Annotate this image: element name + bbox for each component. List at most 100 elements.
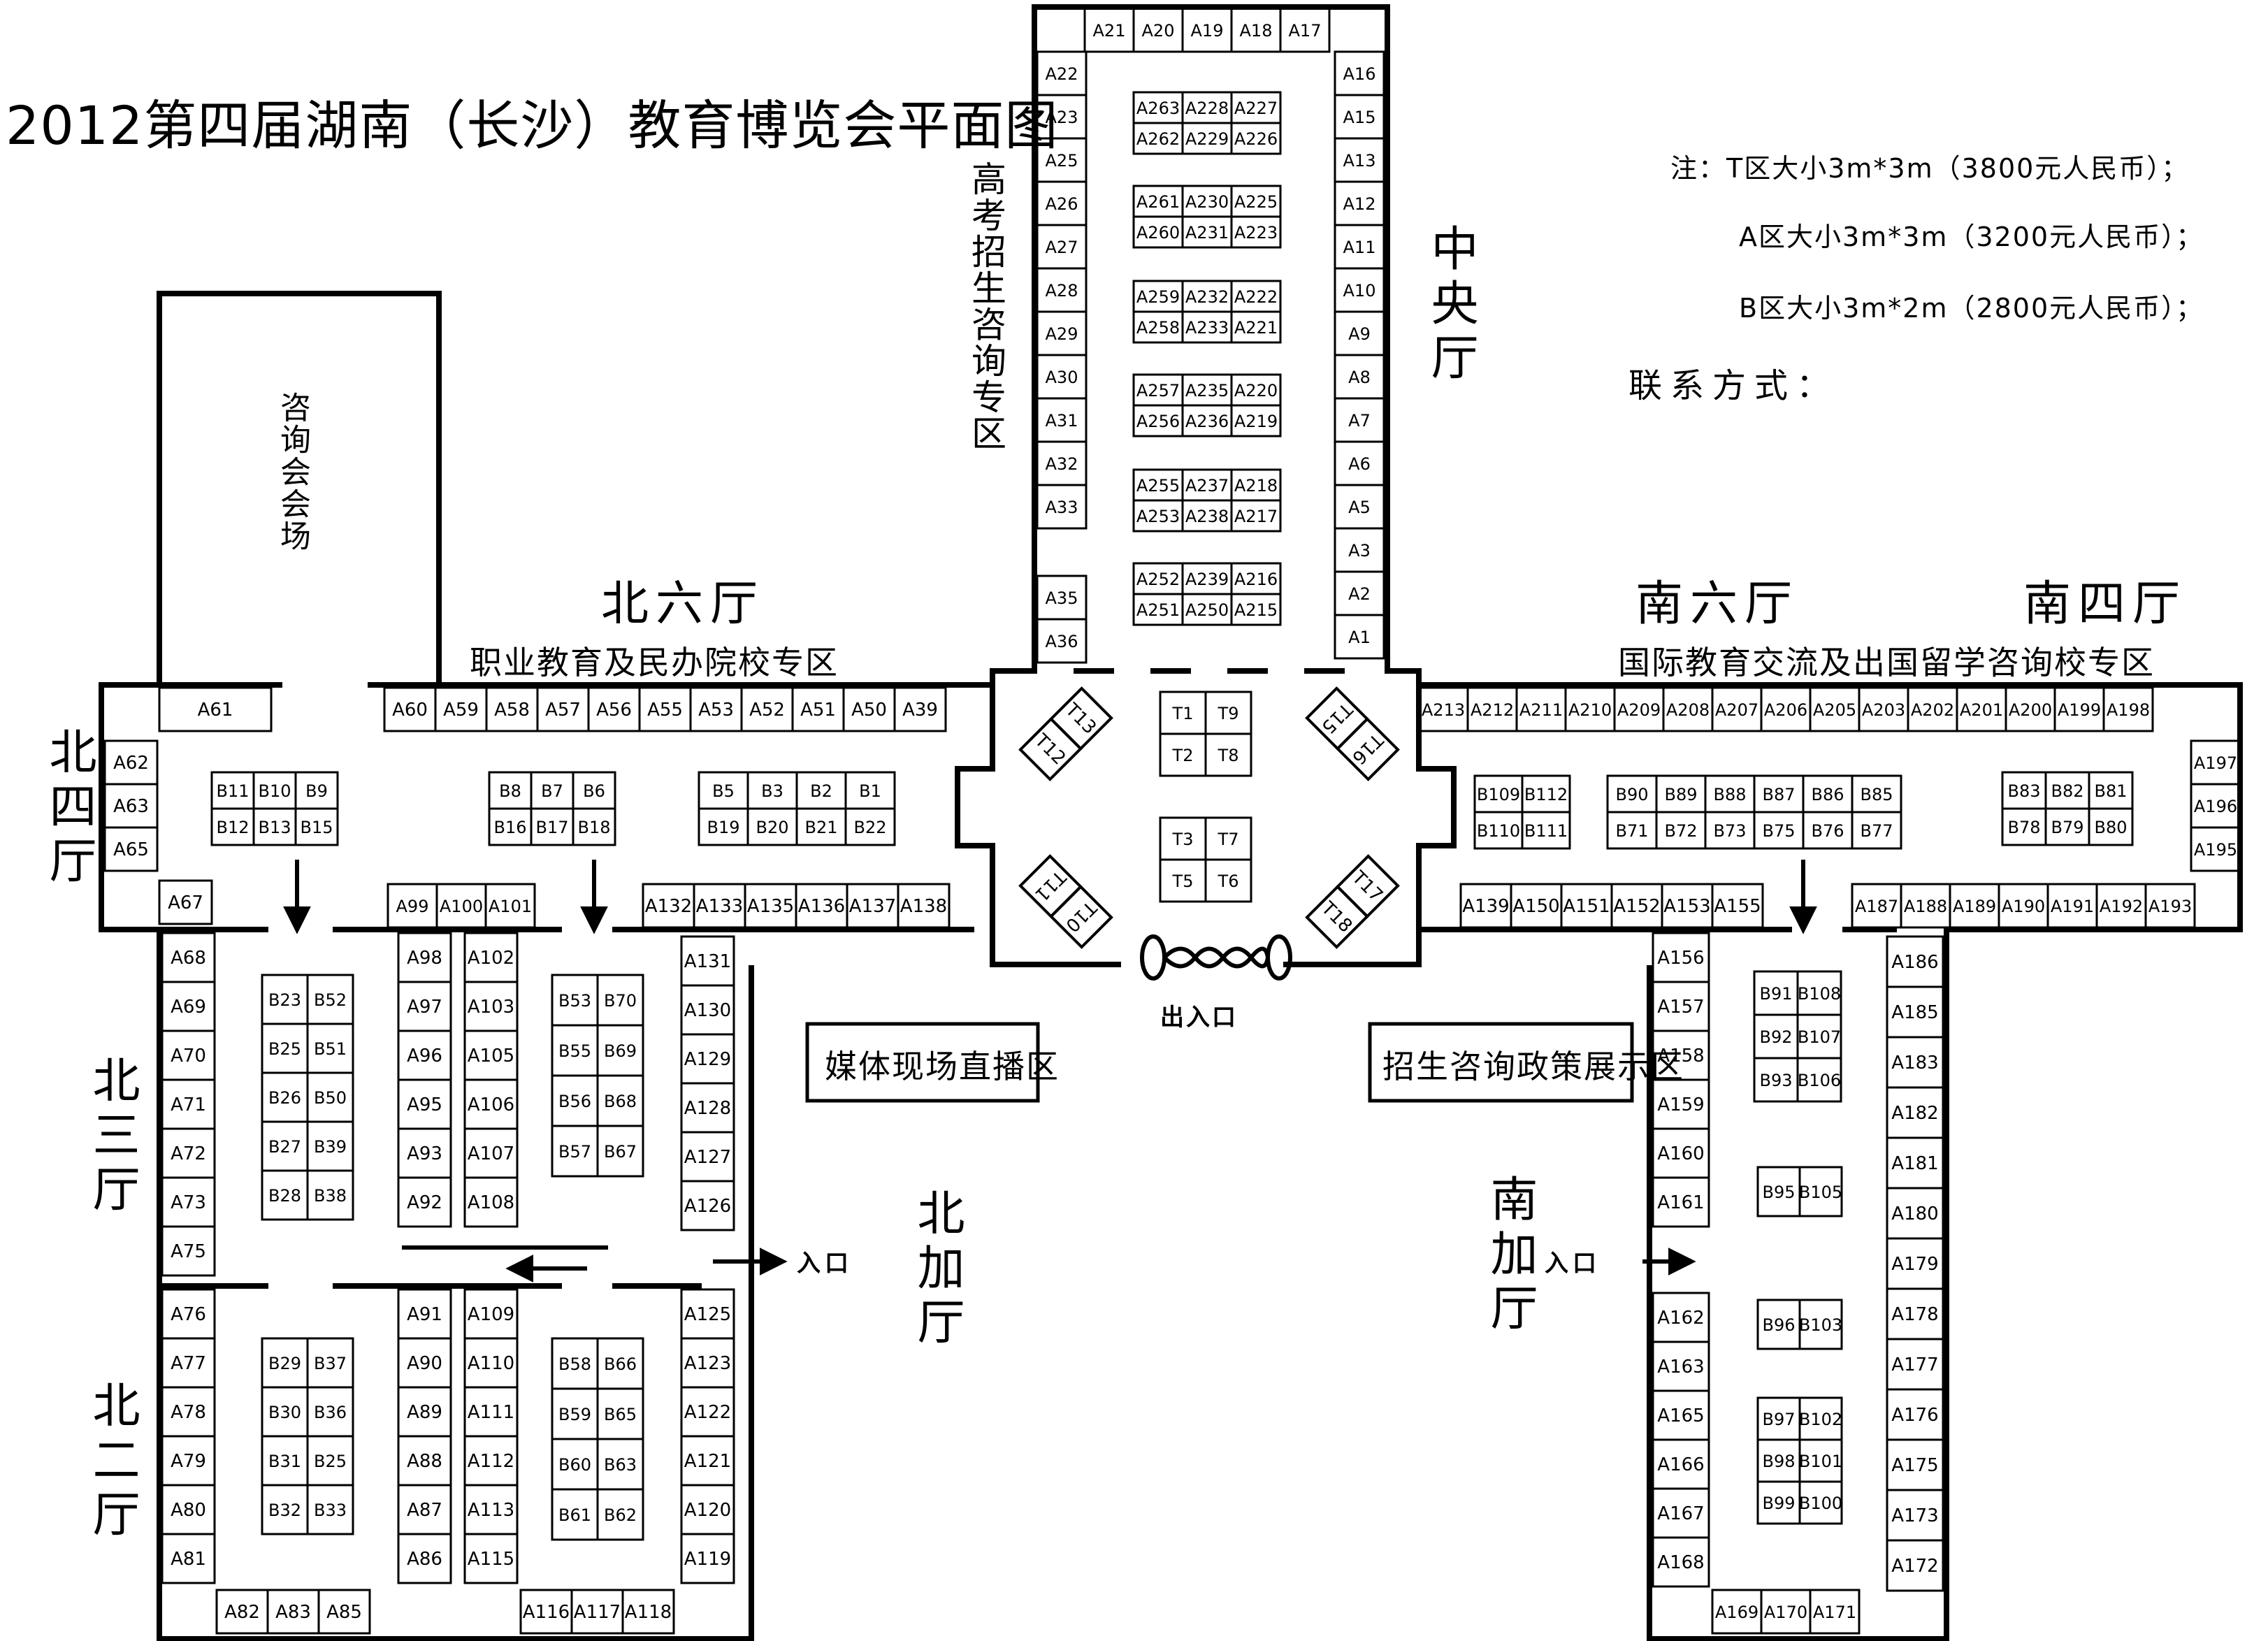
booth-label-a119: A119 bbox=[684, 1549, 731, 1570]
booth-a101[interactable] bbox=[484, 883, 536, 929]
policy-zone-box bbox=[1368, 1022, 1634, 1103]
booth-a17[interactable] bbox=[1279, 7, 1331, 53]
booth-label-a235: A235 bbox=[1185, 381, 1229, 400]
booth-label-a187: A187 bbox=[1855, 897, 1898, 916]
zone-policy: 招生咨询政策展示区 bbox=[1382, 1048, 1684, 1085]
booth-label-a122: A122 bbox=[684, 1402, 731, 1423]
booth-b18[interactable] bbox=[572, 807, 616, 846]
booth-label-a259: A259 bbox=[1136, 287, 1180, 307]
booth-a1[interactable] bbox=[1334, 614, 1385, 660]
booth-a226[interactable] bbox=[1230, 122, 1282, 155]
booth-label-a93: A93 bbox=[407, 1143, 442, 1164]
booth-label-a56: A56 bbox=[596, 700, 632, 721]
booth-label-a29: A29 bbox=[1046, 324, 1078, 344]
booth-label-a232: A232 bbox=[1185, 287, 1229, 307]
booth-a81[interactable] bbox=[161, 1533, 216, 1584]
booth-a138[interactable] bbox=[897, 883, 951, 929]
booth-label-a75: A75 bbox=[171, 1241, 206, 1262]
booth-a171[interactable] bbox=[1809, 1589, 1861, 1635]
booth-a108[interactable] bbox=[463, 1176, 519, 1228]
booth-a39[interactable] bbox=[893, 686, 947, 732]
booth-a67[interactable] bbox=[158, 879, 213, 925]
booth-a155[interactable] bbox=[1711, 883, 1764, 929]
booth-label-a212: A212 bbox=[1471, 700, 1514, 720]
hall-north6: 北六厅 bbox=[601, 577, 765, 632]
booth-a215[interactable] bbox=[1230, 593, 1282, 626]
booth-label-a222: A222 bbox=[1234, 287, 1278, 307]
booth-label-b82: B82 bbox=[2051, 781, 2083, 801]
booth-a118[interactable] bbox=[621, 1589, 675, 1635]
booth-a223[interactable] bbox=[1230, 215, 1282, 249]
booth-label-b76: B76 bbox=[1811, 821, 1844, 841]
booth-label-a20: A20 bbox=[1142, 21, 1175, 41]
booth-label-b50: B50 bbox=[314, 1088, 347, 1108]
booth-b100[interactable] bbox=[1798, 1480, 1843, 1525]
booth-a161[interactable] bbox=[1652, 1176, 1710, 1228]
booth-t16[interactable] bbox=[1335, 716, 1400, 781]
booth-a61[interactable] bbox=[158, 686, 273, 732]
booth-a33[interactable] bbox=[1036, 484, 1088, 530]
booth-a36[interactable] bbox=[1036, 618, 1088, 664]
booth-label-b89: B89 bbox=[1664, 785, 1697, 804]
booth-b106[interactable] bbox=[1796, 1057, 1842, 1103]
booth-label-b18: B18 bbox=[577, 818, 610, 837]
booth-label-a91: A91 bbox=[407, 1304, 442, 1325]
booth-label-b83: B83 bbox=[2007, 781, 2040, 801]
booth-b15[interactable] bbox=[294, 807, 339, 846]
booth-label-a10: A10 bbox=[1343, 281, 1376, 301]
booth-b77[interactable] bbox=[1851, 811, 1902, 850]
booth-label-a100: A100 bbox=[440, 897, 483, 916]
booth-a115[interactable] bbox=[463, 1533, 519, 1584]
booth-a195[interactable] bbox=[2190, 826, 2241, 872]
booth-b105[interactable] bbox=[1798, 1166, 1843, 1217]
booth-label-a2: A2 bbox=[1348, 584, 1371, 604]
booth-t17[interactable] bbox=[1335, 854, 1400, 919]
booth-label-b17: B17 bbox=[535, 818, 568, 837]
hall-north2: 北二厅 bbox=[84, 1380, 139, 1544]
booth-label-b7: B7 bbox=[541, 781, 563, 801]
booth-a92[interactable] bbox=[397, 1176, 452, 1228]
booth-label-b22: B22 bbox=[853, 818, 886, 837]
booth-a86[interactable] bbox=[397, 1533, 452, 1584]
booth-label-b95: B95 bbox=[1762, 1183, 1795, 1202]
booth-label-a195: A195 bbox=[2194, 840, 2237, 860]
booth-a119[interactable] bbox=[680, 1533, 735, 1584]
booth-a85[interactable] bbox=[317, 1589, 371, 1635]
booth-t13[interactable] bbox=[1048, 686, 1113, 751]
booth-a217[interactable] bbox=[1230, 499, 1282, 533]
booth-t8[interactable] bbox=[1204, 732, 1252, 777]
booth-a221[interactable] bbox=[1230, 310, 1282, 344]
booth-b62[interactable] bbox=[596, 1488, 644, 1541]
booth-label-a23: A23 bbox=[1046, 108, 1078, 127]
booth-label-b61: B61 bbox=[558, 1505, 591, 1525]
booth-b103[interactable] bbox=[1798, 1299, 1843, 1350]
booth-label-b16: B16 bbox=[493, 818, 526, 837]
booth-label-b99: B99 bbox=[1762, 1494, 1795, 1513]
booth-label-a192: A192 bbox=[2100, 897, 2143, 916]
booth-label-a69: A69 bbox=[171, 997, 206, 1018]
booth-t10[interactable] bbox=[1048, 884, 1113, 949]
booth-b67[interactable] bbox=[596, 1125, 644, 1178]
booth-a75[interactable] bbox=[161, 1225, 216, 1277]
booth-a168[interactable] bbox=[1652, 1536, 1710, 1588]
booth-a65[interactable] bbox=[103, 826, 159, 872]
booth-a172[interactable] bbox=[1886, 1539, 1944, 1592]
booth-label-a55: A55 bbox=[647, 700, 683, 721]
booth-a126[interactable] bbox=[680, 1180, 735, 1231]
booth-label-a96: A96 bbox=[407, 1046, 442, 1067]
booth-label-a33: A33 bbox=[1046, 498, 1078, 517]
booth-a198[interactable] bbox=[2102, 686, 2154, 732]
booth-label-a162: A162 bbox=[1657, 1308, 1704, 1329]
booth-t6[interactable] bbox=[1204, 858, 1252, 903]
booth-a219[interactable] bbox=[1230, 404, 1282, 438]
booth-b22[interactable] bbox=[844, 807, 896, 846]
booth-label-b52: B52 bbox=[314, 990, 347, 1010]
booth-label-t6: T6 bbox=[1218, 872, 1239, 891]
booth-label-a88: A88 bbox=[407, 1451, 442, 1472]
booth-b33[interactable] bbox=[306, 1484, 354, 1535]
booth-b38[interactable] bbox=[306, 1169, 354, 1221]
booth-a193[interactable] bbox=[2144, 883, 2196, 929]
booth-b80[interactable] bbox=[2088, 807, 2134, 846]
booth-label-b108: B108 bbox=[1798, 984, 1841, 1004]
booth-b111[interactable] bbox=[1521, 811, 1571, 850]
